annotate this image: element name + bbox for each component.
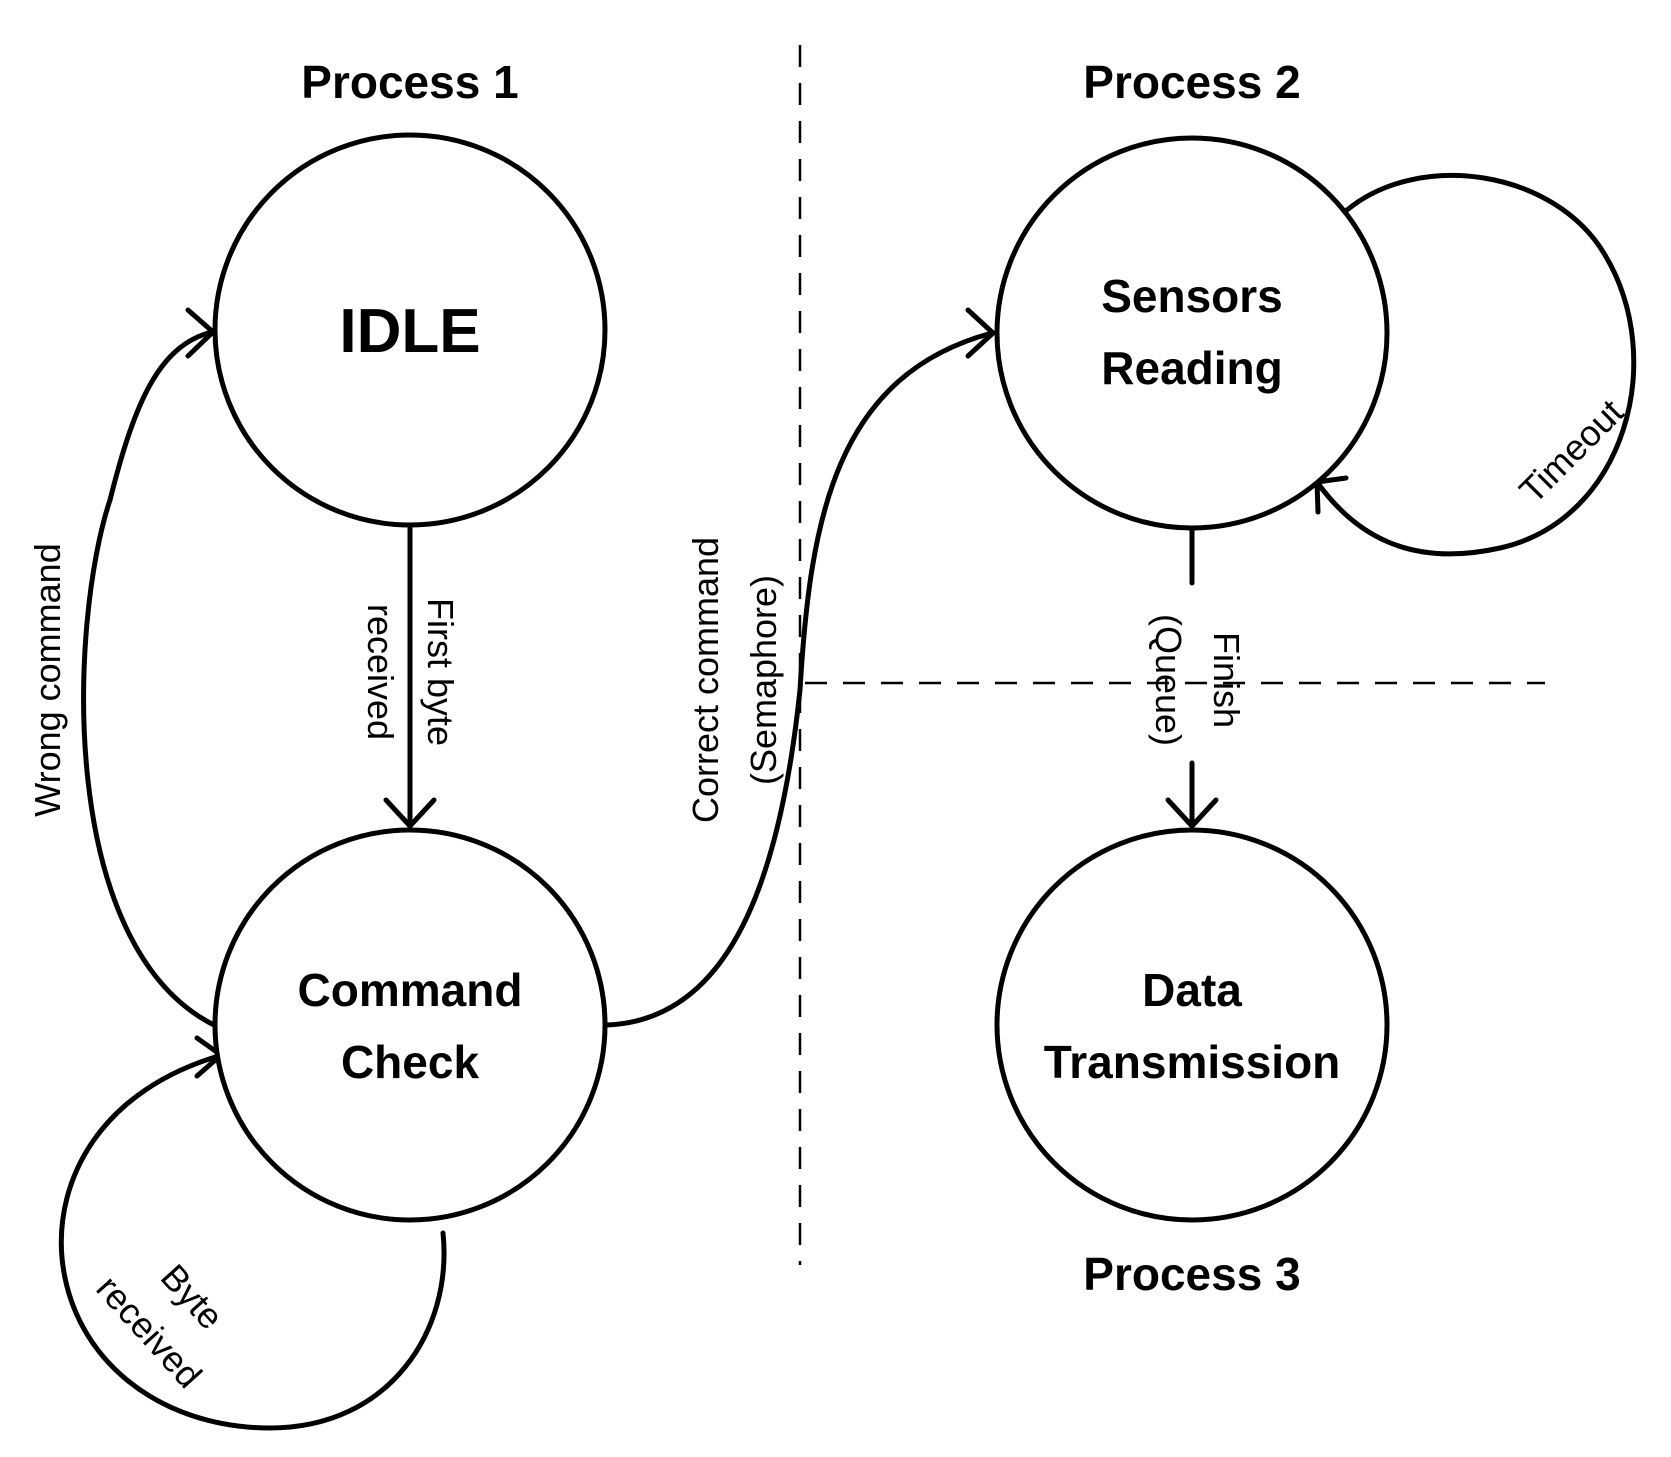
- label-wrong-command: Wrong command: [27, 543, 68, 816]
- state-command-check-label-line2: Check: [341, 1036, 479, 1088]
- arrowhead-sensors-reading-loop: [1314, 475, 1349, 515]
- state-sensors-reading: [994, 135, 1390, 531]
- state-sensors-reading-label-line2: Reading: [1101, 342, 1282, 394]
- edge-correct-command: [604, 330, 995, 1028]
- arrowhead-data-transmission: [1165, 797, 1219, 829]
- edge-byte-received-loop: [58, 1052, 447, 1431]
- state-data-transmission-label-line2: Transmission: [1044, 1036, 1341, 1088]
- label-first-byte-line1: First byte: [420, 598, 461, 746]
- state-command-check: [212, 827, 608, 1223]
- process-2-title: Process 2: [1083, 56, 1300, 108]
- edge-timeout-loop: [1314, 173, 1637, 557]
- label-correct-command-line1: Correct command: [685, 537, 726, 823]
- label-finish-line2: (Queue): [1148, 614, 1189, 746]
- state-command-check-label-line1: Command: [298, 964, 523, 1016]
- state-sensors-reading-label-line1: Sensors: [1101, 270, 1283, 322]
- arrowhead-command-check: [383, 797, 437, 829]
- state-data-transmission: [994, 827, 1390, 1223]
- label-first-byte-line2: received: [360, 604, 401, 740]
- process-1-title: Process 1: [301, 56, 518, 108]
- arrowhead-idle: [185, 307, 216, 359]
- process-3-title: Process 3: [1083, 1248, 1300, 1300]
- edge-wrong-command: [81, 329, 221, 1030]
- arrowhead-sensors-reading: [965, 307, 996, 359]
- state-idle-label: IDLE: [339, 297, 480, 366]
- state-idle: [212, 132, 608, 528]
- label-finish-line1: Finish: [1206, 632, 1247, 728]
- label-correct-command-line2: (Semaphore): [743, 575, 784, 785]
- state-data-transmission-label-line1: Data: [1142, 964, 1242, 1016]
